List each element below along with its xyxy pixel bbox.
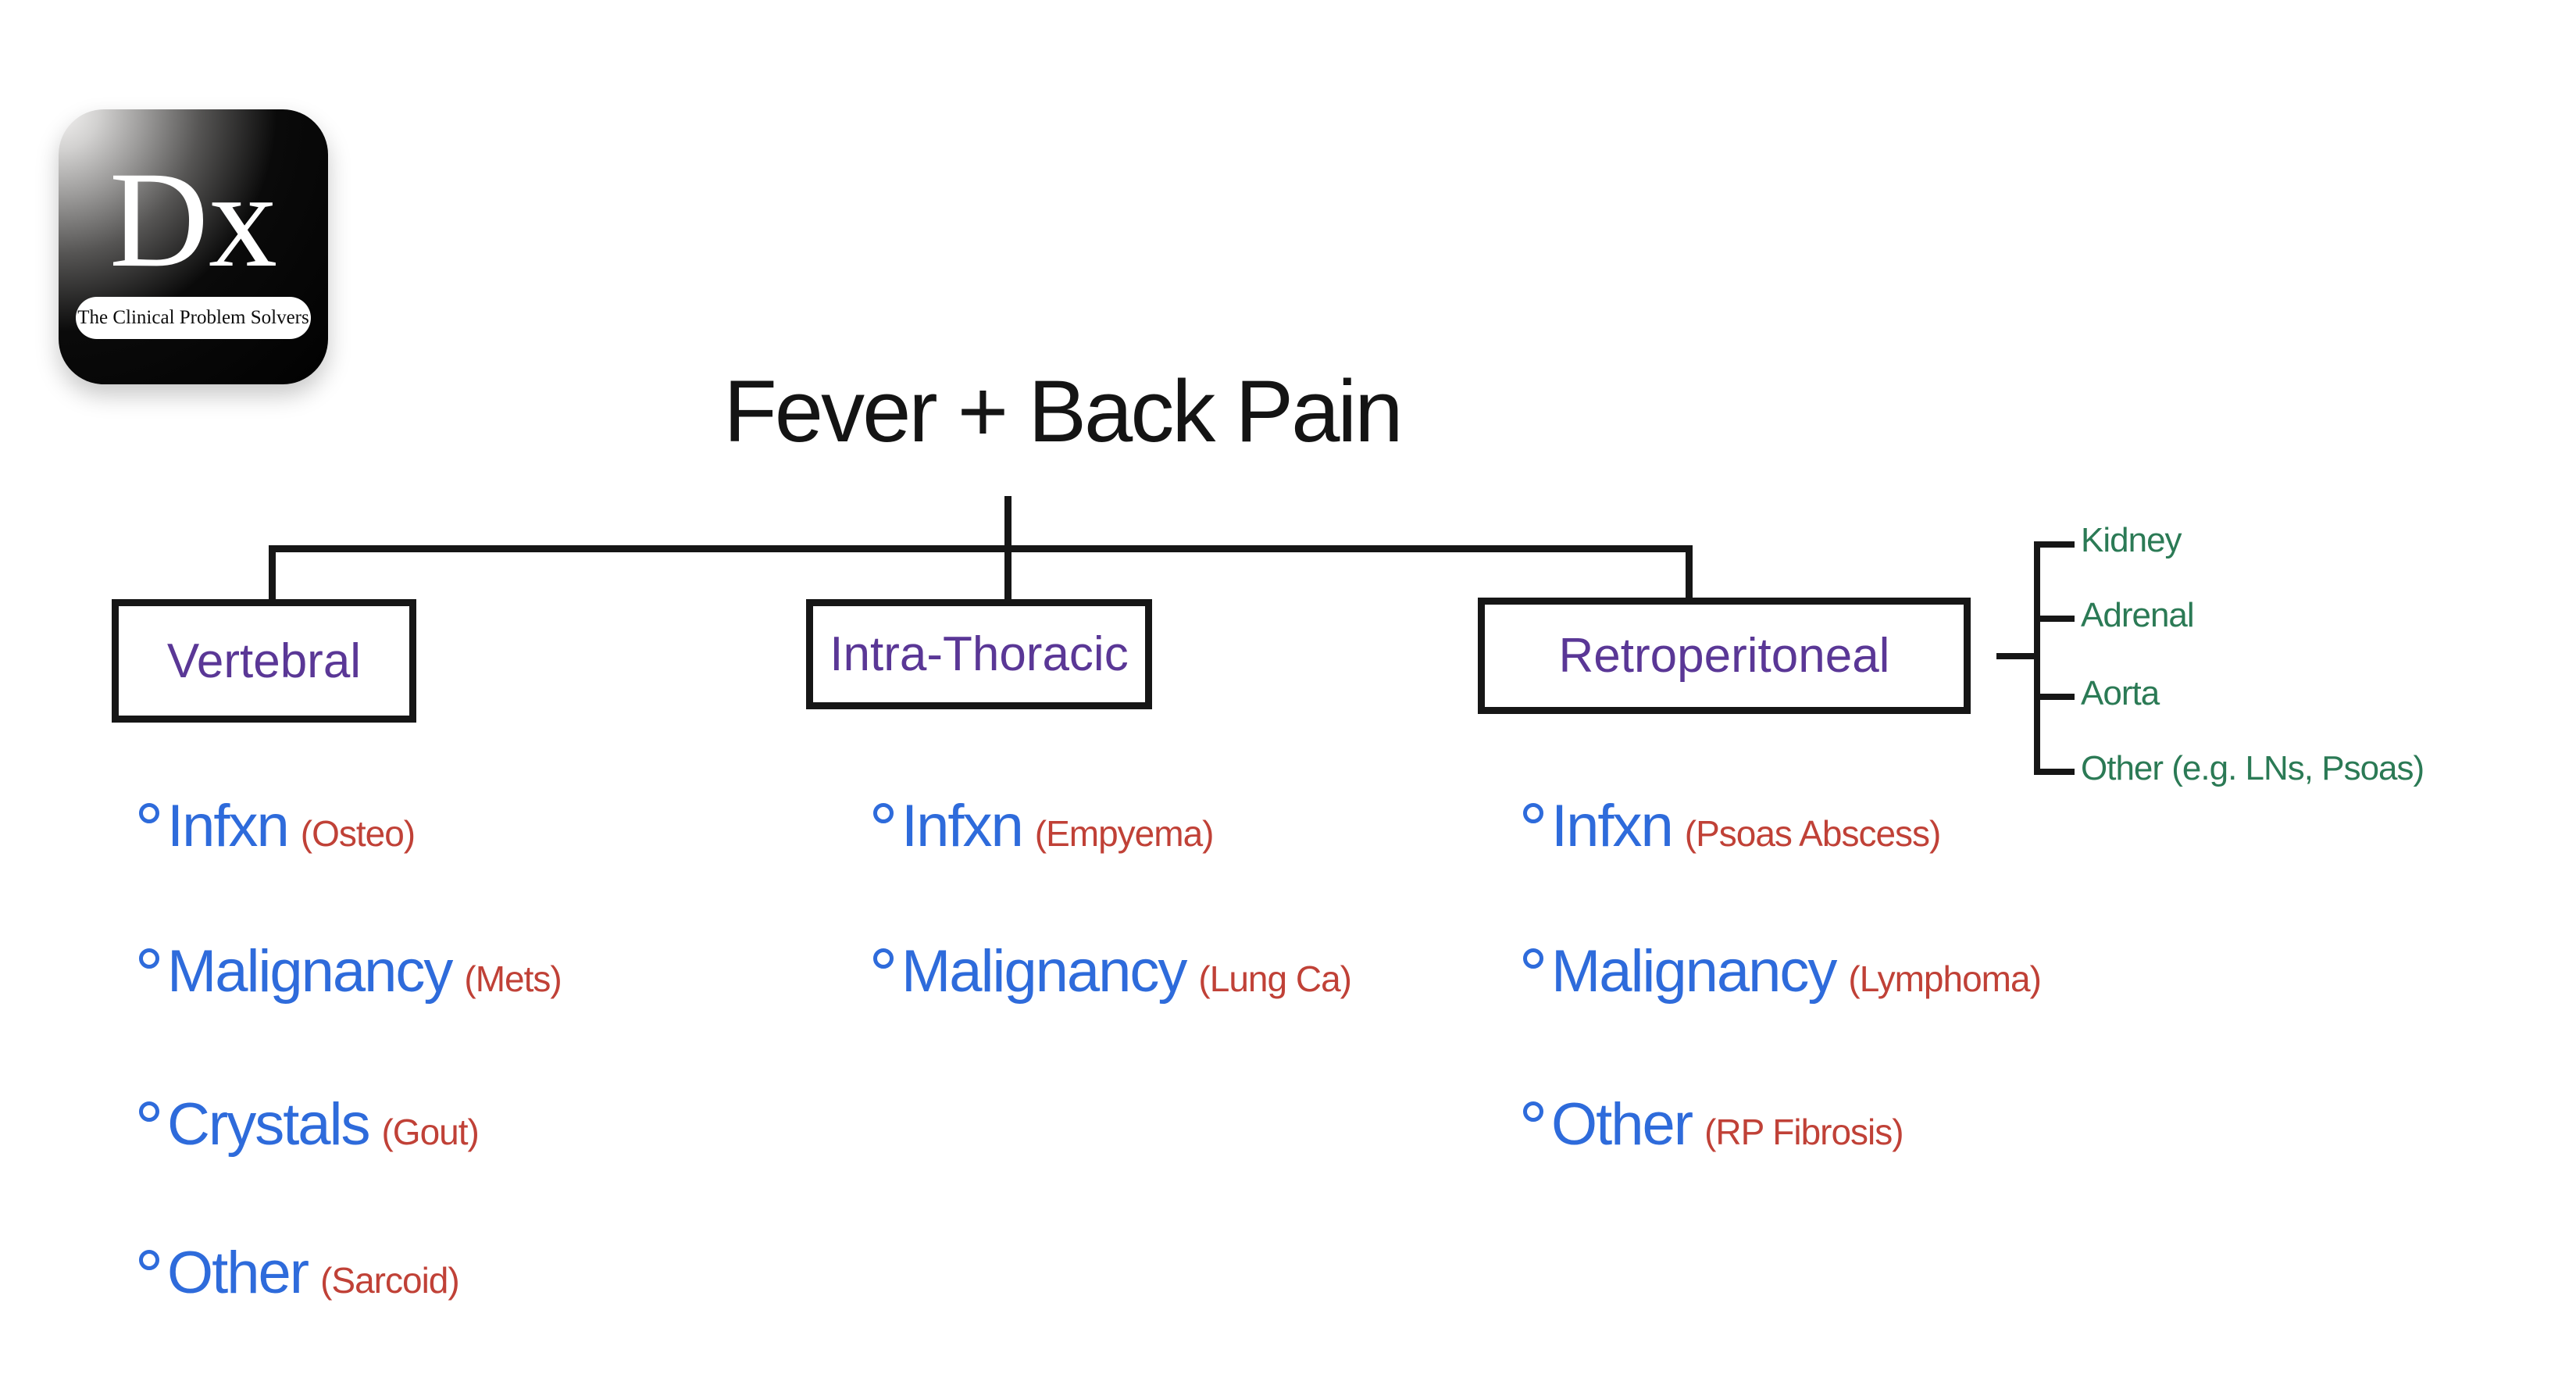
list-item: Infxn (Osteo) [139, 792, 416, 860]
item-term: Infxn [901, 793, 1024, 859]
logo-monogram: Dx [109, 144, 278, 296]
item-detail: (Psoas Abscess) [1684, 813, 1942, 854]
bullet-ring-icon [873, 948, 894, 969]
list-item: Other (RP Fibrosis) [1523, 1091, 1904, 1158]
logo-tagline: The Clinical Problem Solvers [77, 307, 309, 328]
bullet-ring-icon [1523, 803, 1543, 823]
branch-box-intra-thoracic: Intra-Thoracic [806, 599, 1152, 709]
bracket-tick-adrenal [2034, 616, 2075, 622]
list-item: Malignancy (Lung Ca) [873, 937, 1352, 1005]
retro-site-kidney: Kidney [2081, 521, 2182, 559]
branch-box-retroperitoneal: Retroperitoneal [1478, 598, 1971, 714]
bracket-tick-kidney [2034, 541, 2075, 548]
bracket-tick-other [2034, 769, 2075, 775]
bullet-ring-icon [139, 1250, 159, 1270]
schema-title: Fever + Back Pain [723, 362, 1403, 460]
list-item: Malignancy (Lymphoma) [1523, 937, 2042, 1005]
retro-site-adrenal: Adrenal [2081, 596, 2195, 634]
item-detail: (RP Fibrosis) [1704, 1112, 1904, 1152]
bullet-ring-icon [139, 803, 159, 823]
branch-label-vertebral: Vertebral [166, 634, 362, 688]
item-detail: (Gout) [381, 1112, 479, 1152]
item-term: Malignancy [167, 938, 453, 1005]
item-term: Malignancy [1551, 938, 1837, 1005]
item-detail: (Mets) [464, 958, 562, 999]
item-term: Other [1551, 1091, 1693, 1158]
bullet-ring-icon [1523, 948, 1543, 969]
branch-label-retroperitoneal: Retroperitoneal [1558, 629, 1890, 683]
list-item: Infxn (Empyema) [873, 792, 1215, 860]
list-item: Infxn (Psoas Abscess) [1523, 792, 1942, 860]
list-item: Other (Sarcoid) [139, 1239, 460, 1307]
connector-stub-vertebral [269, 545, 276, 599]
item-term: Infxn [167, 793, 290, 859]
connector-horizontal-main [269, 545, 1693, 552]
bullet-ring-icon [1523, 1101, 1543, 1122]
branch-label-intra-thoracic: Intra-Thoracic [830, 627, 1129, 681]
connector-title-stub [1004, 496, 1011, 599]
logo-tagline-pill: The Clinical Problem Solvers [76, 297, 311, 339]
list-item: Malignancy (Mets) [139, 937, 562, 1005]
list-item: Crystals (Gout) [139, 1091, 480, 1158]
item-term: Other [167, 1240, 309, 1306]
item-term: Malignancy [901, 938, 1187, 1005]
bullet-ring-icon [139, 948, 159, 969]
bullet-ring-icon [873, 803, 894, 823]
connector-stub-retroperitoneal [1686, 545, 1693, 599]
bracket-vertical [2034, 541, 2040, 775]
item-detail: (Lung Ca) [1198, 958, 1352, 999]
item-detail: (Osteo) [300, 813, 416, 854]
retro-site-other: Other (e.g. LNs, Psoas) [2081, 749, 2424, 787]
item-term: Crystals [167, 1091, 370, 1158]
bracket-connector-from-box [1996, 653, 2034, 659]
bracket-tick-aorta [2034, 694, 2075, 700]
bullet-ring-icon [139, 1101, 159, 1122]
item-detail: (Lymphoma) [1848, 958, 2041, 999]
branch-box-vertebral: Vertebral [112, 599, 416, 723]
clinical-problem-solvers-logo: Dx The Clinical Problem Solvers [59, 109, 328, 384]
item-detail: (Empyema) [1034, 813, 1215, 854]
item-detail: (Sarcoid) [320, 1260, 460, 1301]
retro-site-aorta: Aorta [2081, 674, 2160, 712]
item-term: Infxn [1551, 793, 1674, 859]
